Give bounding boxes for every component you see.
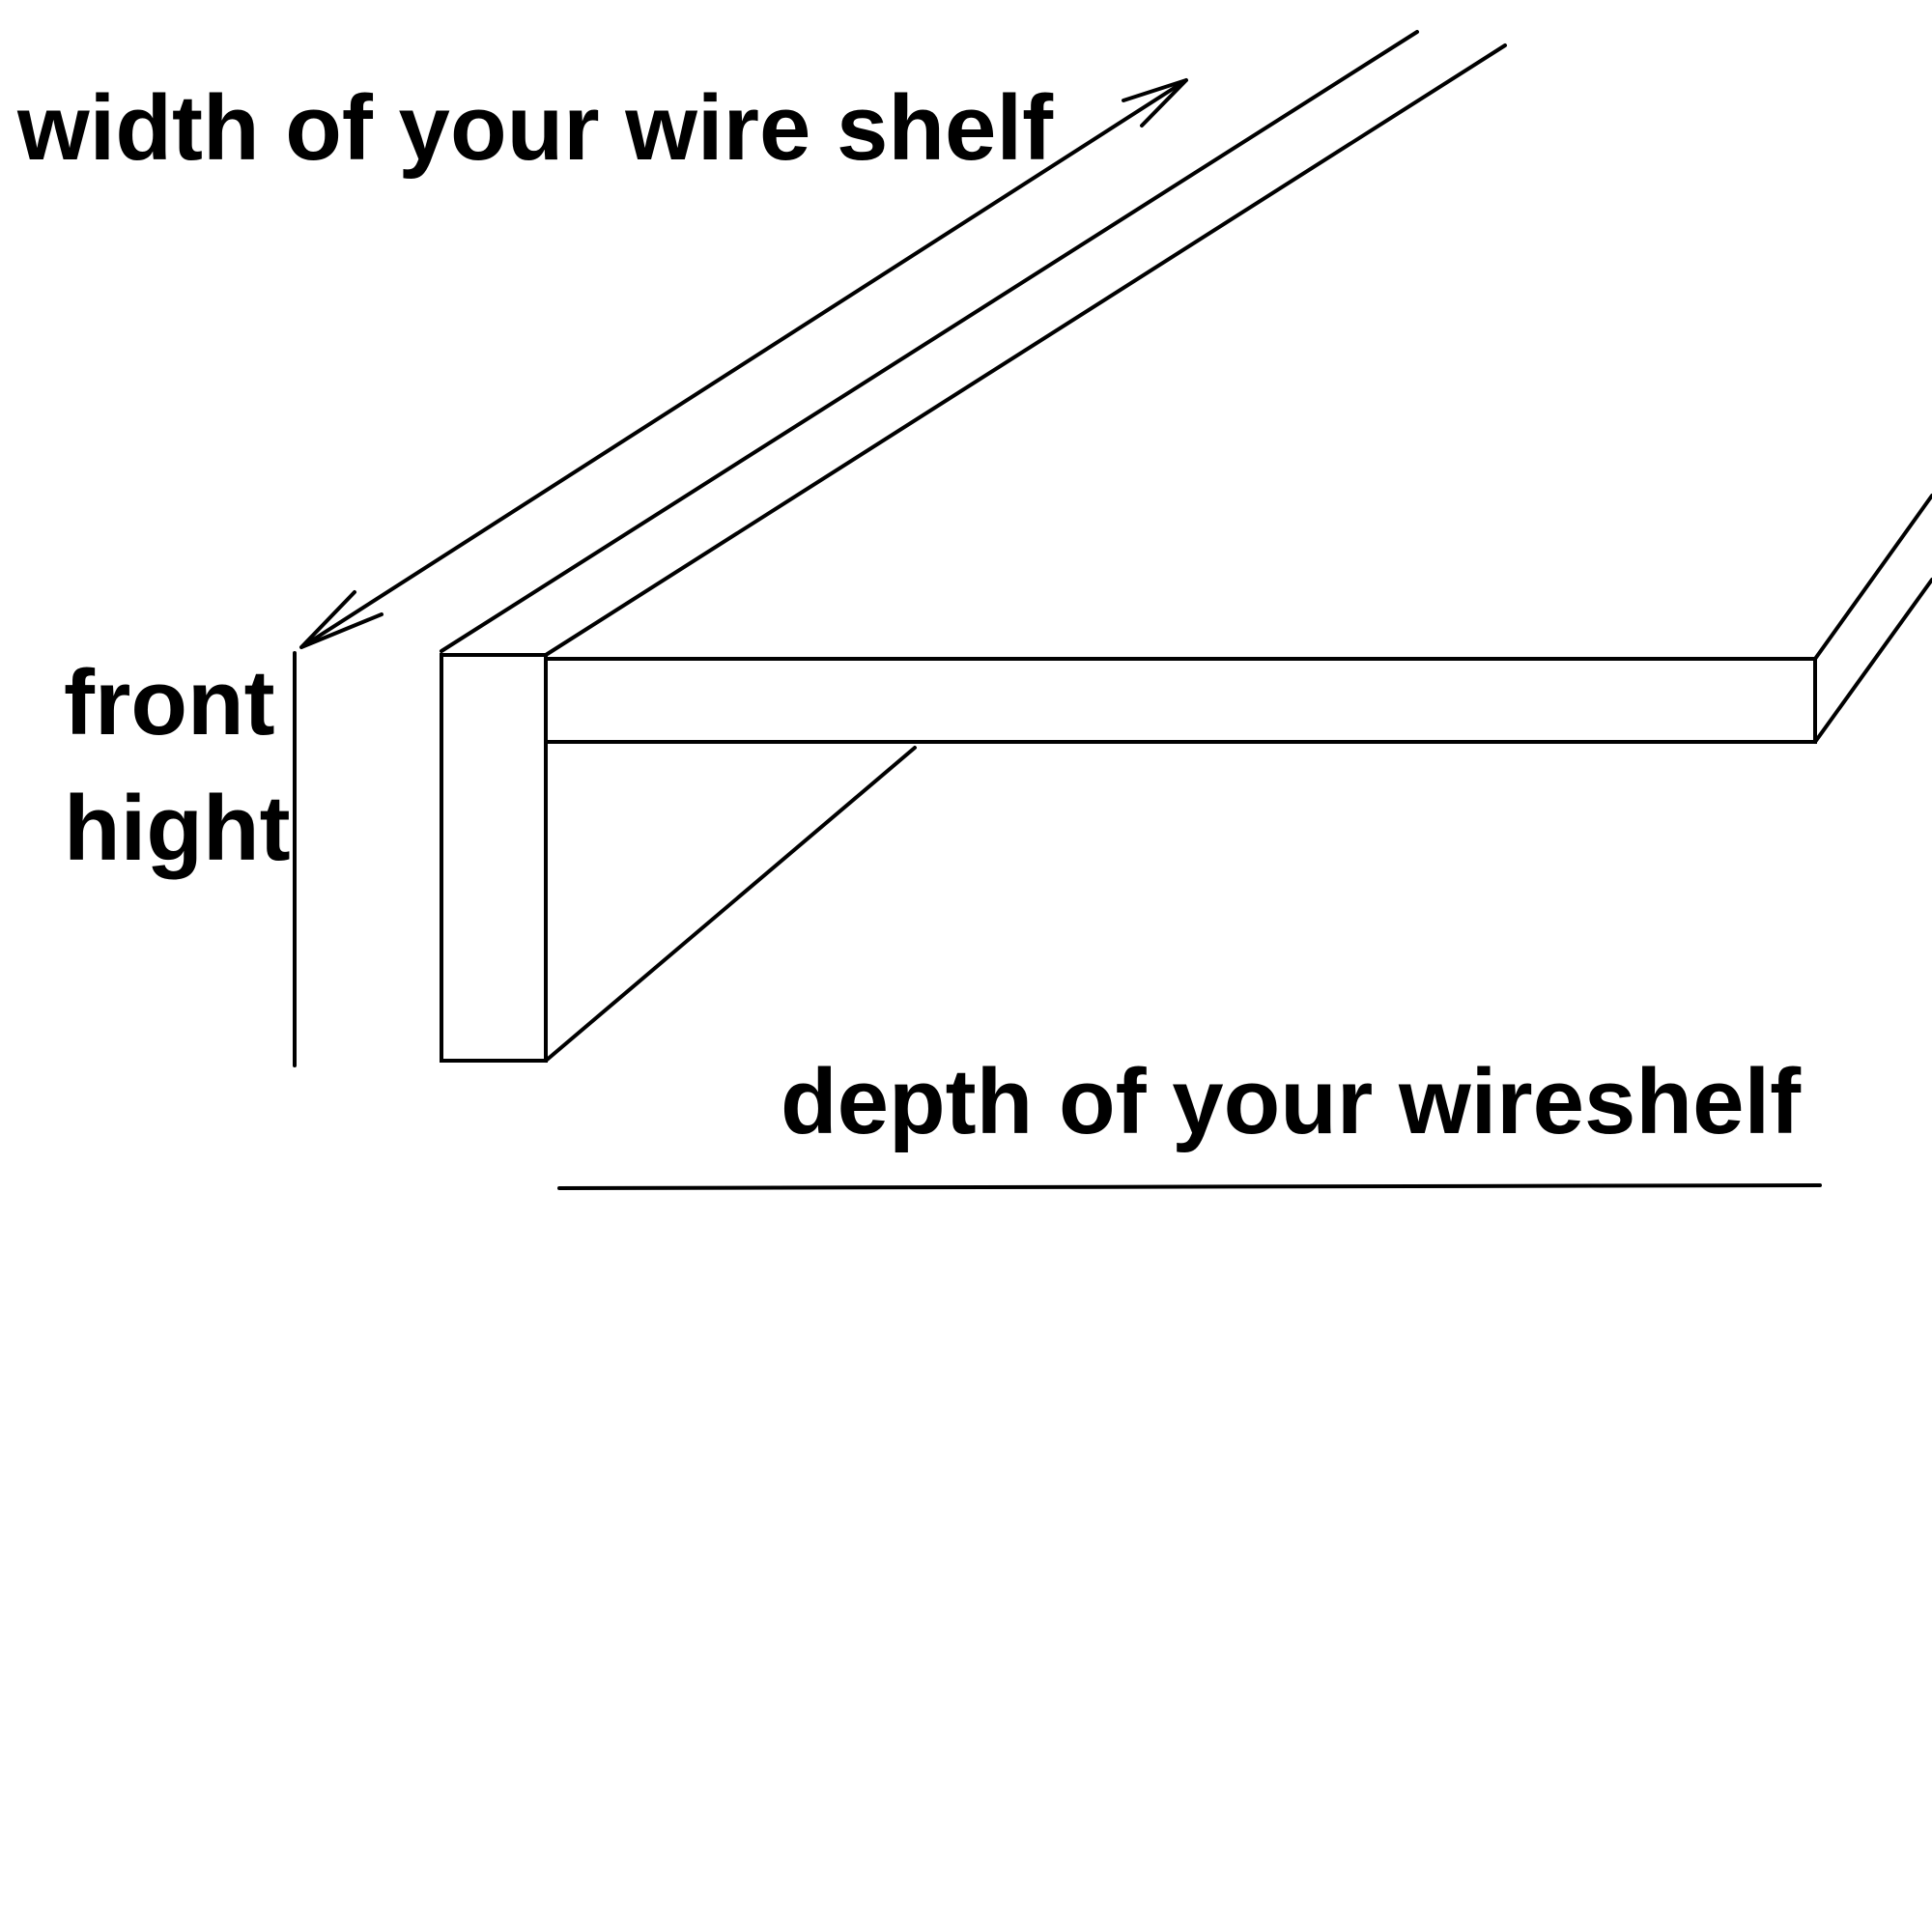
width-label: width of your wire shelf <box>16 76 1054 180</box>
bracket-rail-back <box>440 30 1419 653</box>
depth-label: depth of your wireshelf <box>781 1050 1802 1153</box>
depth-dimension-line <box>557 1183 1822 1190</box>
front-height-label-line2: hight <box>64 777 291 880</box>
arm-back-edge-bottom <box>1813 578 1932 744</box>
width-arrow-shaft <box>299 78 1188 649</box>
arm-back-edge-top <box>1813 494 1932 661</box>
bracket-horizontal-arm <box>544 657 1817 744</box>
width-arrowhead-top <box>1122 78 1188 128</box>
front-height-label-line1: front <box>64 651 275 754</box>
width-dimension-arrow <box>299 78 1188 649</box>
width-arrowhead-bottom <box>299 590 384 649</box>
bracket-rail-front <box>544 43 1507 657</box>
bracket-diagonal-brace <box>544 746 917 1063</box>
bracket-front-upright <box>440 653 548 1063</box>
